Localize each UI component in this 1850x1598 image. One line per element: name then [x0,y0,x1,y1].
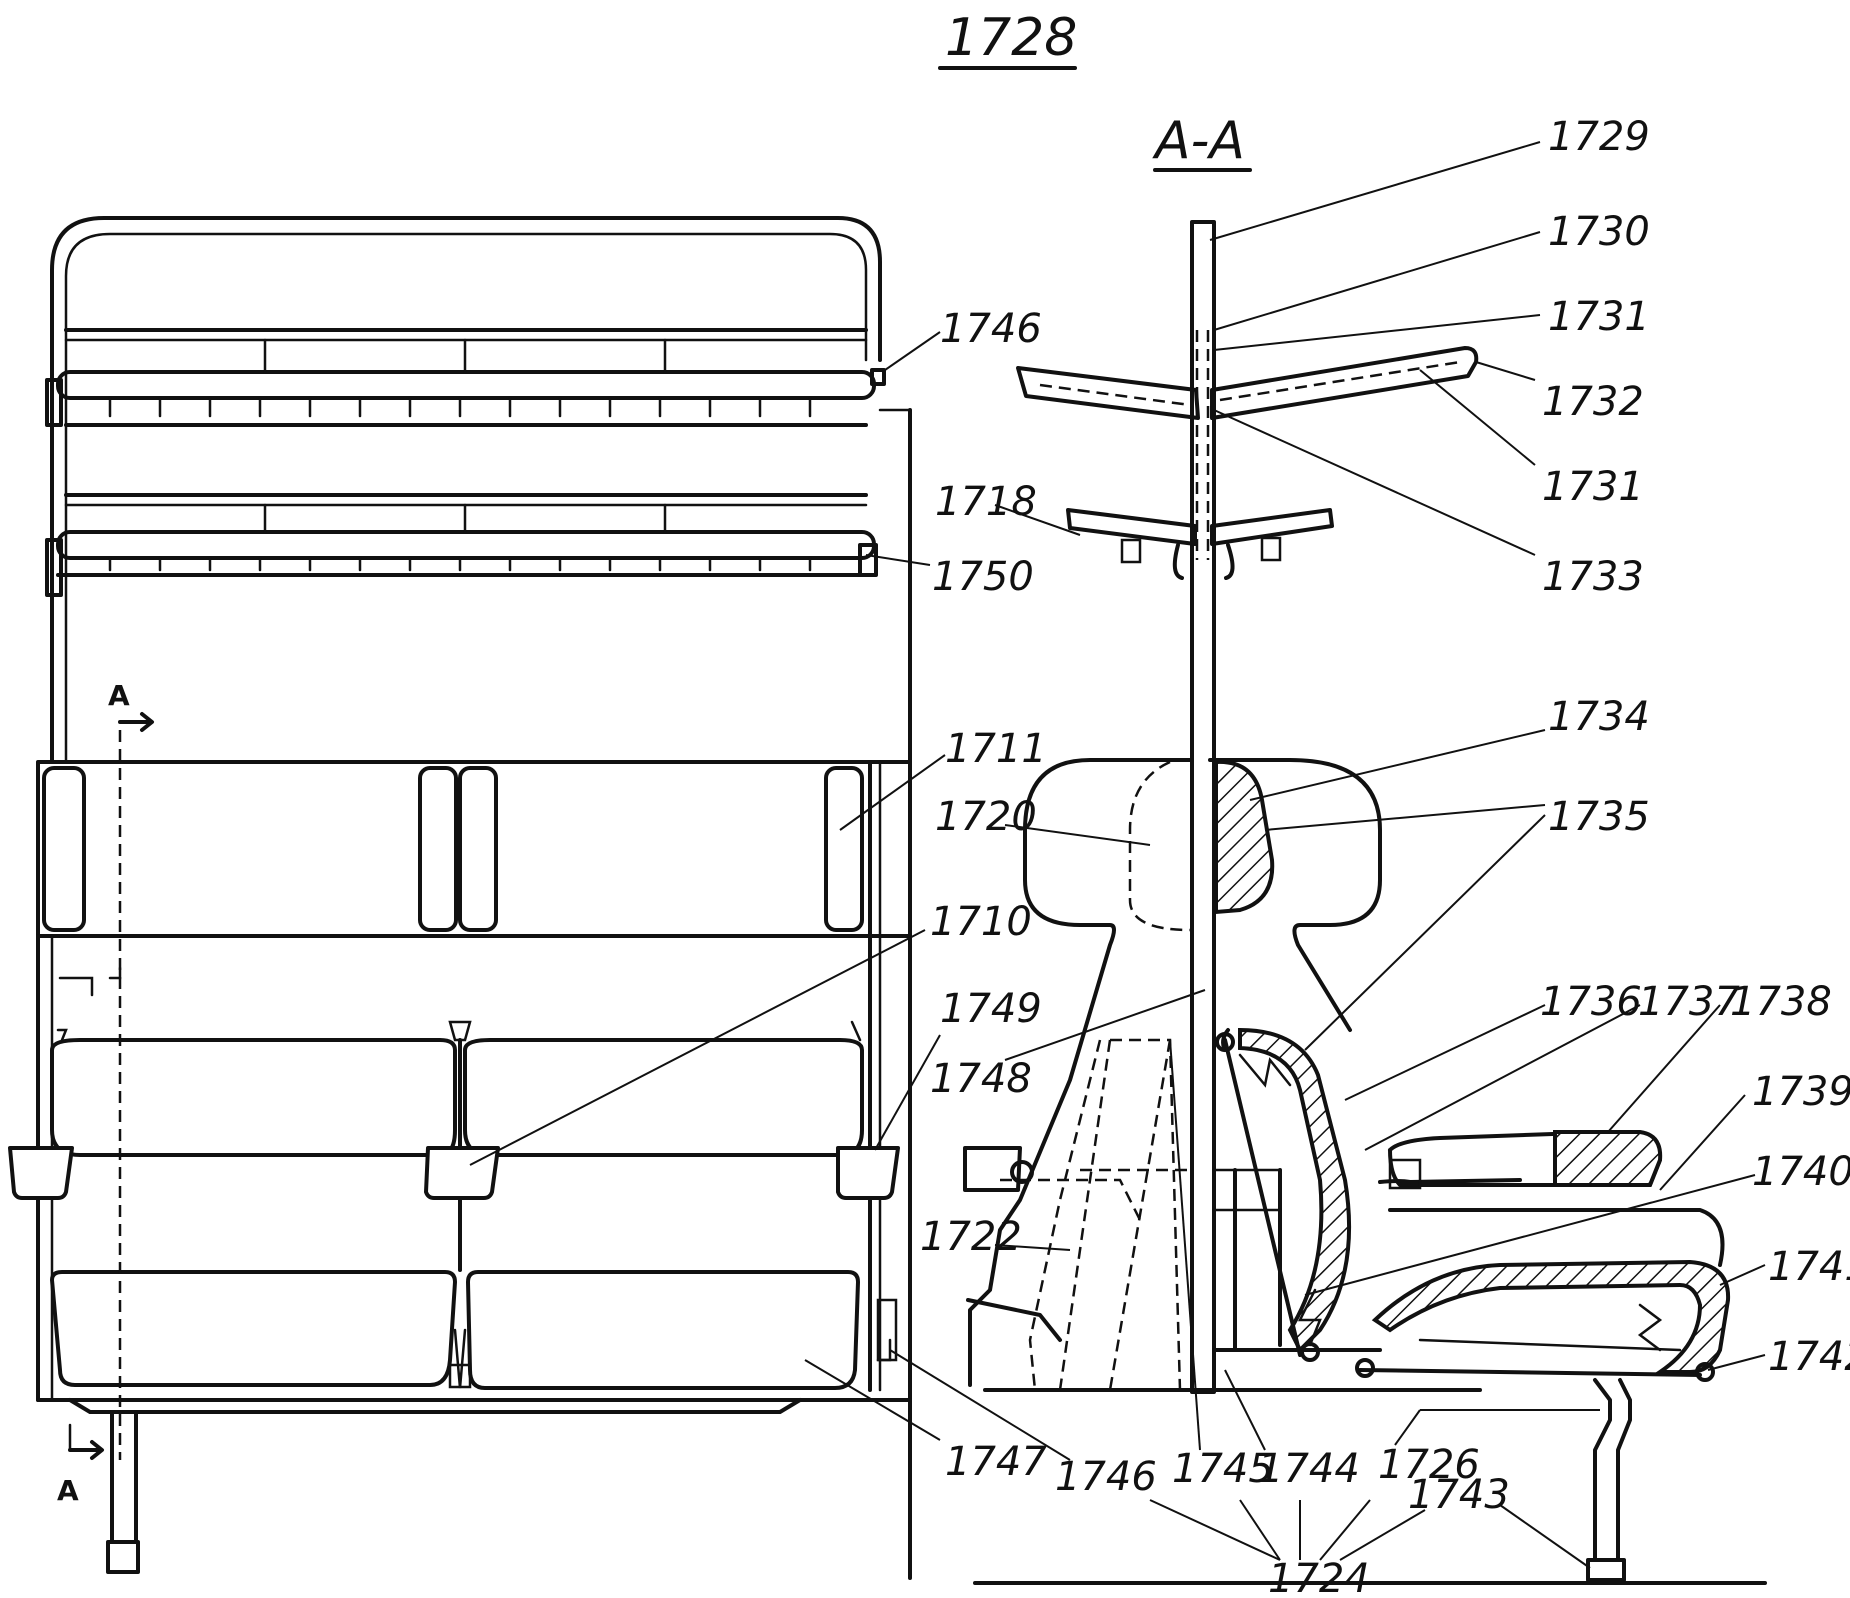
armrests [8,1020,900,1200]
label-1750: 1750 [932,554,1034,600]
label-1724: 1724 [1268,1556,1370,1598]
seat-profile [963,758,1731,1582]
label-1742: 1742 [1768,1334,1850,1380]
seat-back-upper [36,760,912,1392]
section-marker-top: A [108,679,130,712]
section-marker-A: A A [57,679,154,1507]
figure-number: 1728 [945,8,1077,68]
label-1748: 1748 [930,1056,1032,1102]
label-1731-top: 1731 [1548,294,1650,340]
coat-hanger-arms [1016,346,1479,580]
label-1731-lower: 1731 [1542,464,1644,510]
label-1729: 1729 [1548,114,1650,160]
section-title: A-A [1152,111,1245,171]
label-1733: 1733 [1542,554,1644,600]
label-1746-bottom: 1746 [1055,1454,1157,1500]
section-view-A-A: A-A [963,111,1767,1585]
luggage-rack [45,216,886,762]
reference-labels: 1729 1730 1731 1732 1731 1733 1718 1746 … [920,114,1850,1598]
section-marker-bottom: A [57,1474,79,1507]
figure-title: 1728 [938,8,1077,70]
seat-cushions [50,1270,860,1390]
label-1736: 1736 [1540,979,1642,1025]
label-1710: 1710 [930,899,1032,945]
label-1739: 1739 [1752,1069,1850,1115]
label-1720: 1720 [935,794,1037,840]
label-1732: 1732 [1542,379,1644,425]
label-1735: 1735 [1548,794,1650,840]
label-1718: 1718 [935,479,1037,525]
label-1745: 1745 [1172,1446,1274,1492]
label-1722: 1722 [920,1214,1022,1260]
front-elevation-view: A A [8,216,912,1580]
label-1730: 1730 [1548,209,1650,255]
label-1734: 1734 [1548,694,1650,740]
label-1749: 1749 [940,986,1042,1032]
label-1743: 1743 [1408,1472,1510,1518]
label-1726: 1726 [1378,1442,1480,1488]
label-1738: 1738 [1730,979,1832,1025]
label-1744: 1744 [1258,1446,1360,1492]
label-1747: 1747 [945,1439,1047,1485]
seat-base [36,1298,912,1574]
label-1746-top: 1746 [940,306,1042,352]
label-1711: 1711 [945,726,1047,772]
label-1740: 1740 [1752,1149,1850,1195]
leader-lines [469,141,1766,1569]
label-1737: 1737 [1638,979,1740,1025]
